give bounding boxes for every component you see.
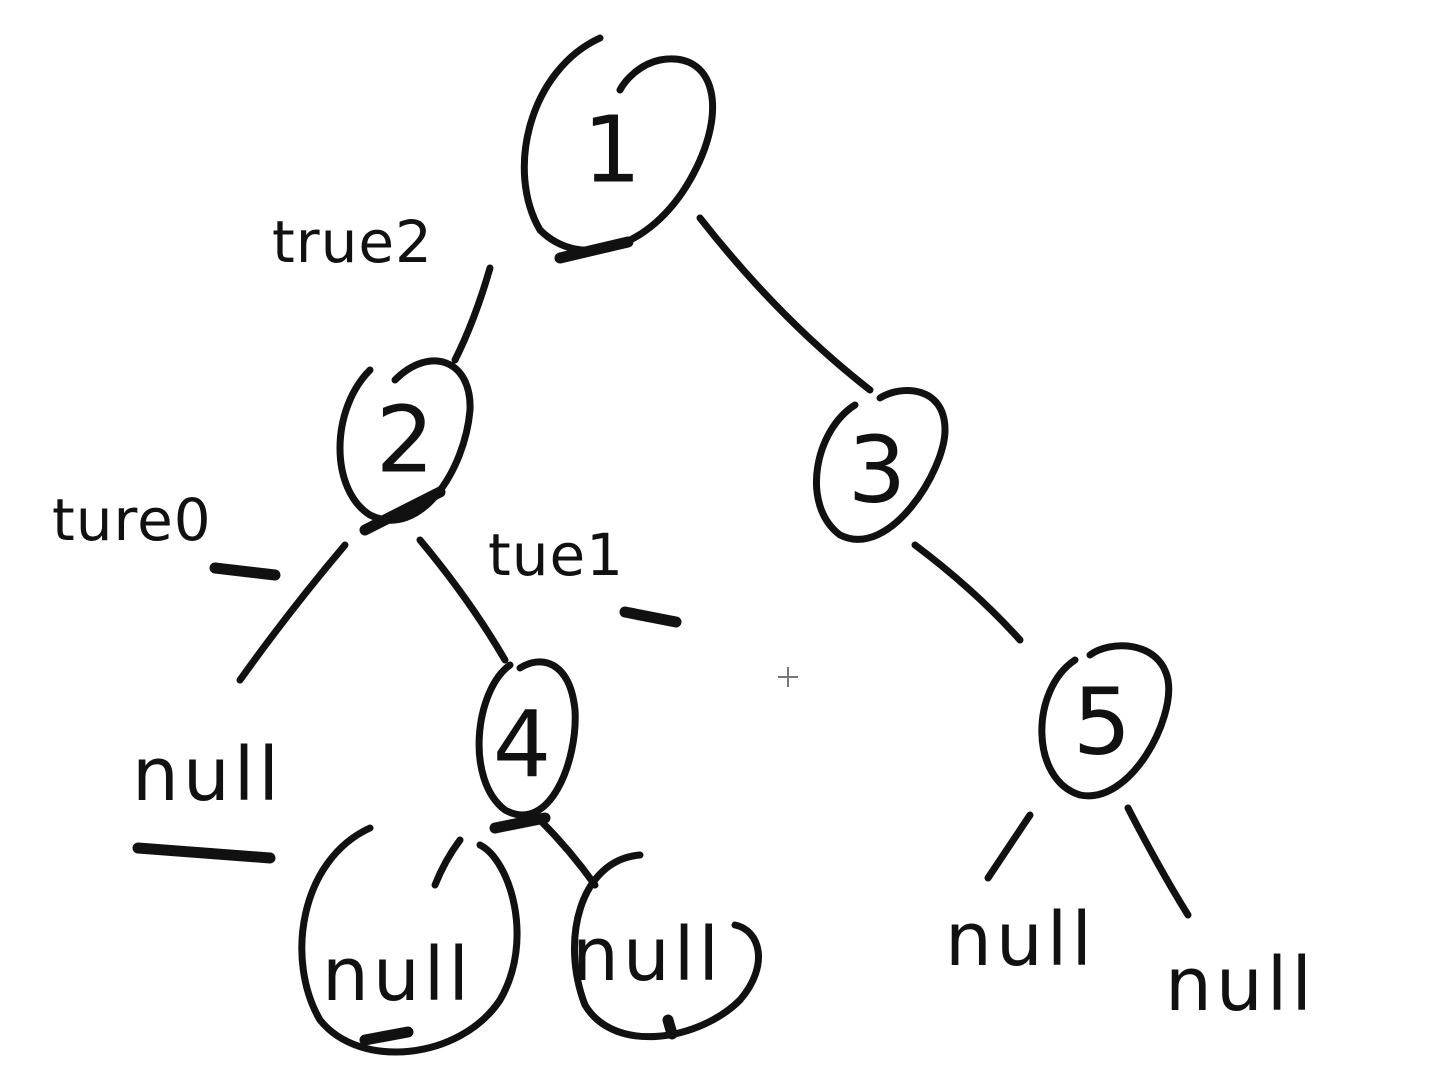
underline-node-1 — [554, 236, 634, 264]
underline-null-4-left — [359, 1026, 414, 1046]
underline-annotation-ture0 — [209, 562, 281, 581]
node-3-label: 3 — [848, 417, 907, 524]
null-4-right-circle — [571, 851, 762, 1041]
node-3-circle — [813, 387, 949, 543]
node-5-label: 5 — [1073, 669, 1132, 776]
underline-node-4 — [489, 812, 551, 834]
tick-null-4-right — [662, 1014, 678, 1040]
crosshair-cursor-icon — [778, 667, 798, 687]
node-4-label: 4 — [493, 692, 552, 799]
edge-4-null-left — [431, 836, 464, 889]
edge-5-null-right — [1124, 804, 1192, 919]
arrow-mark-null — [132, 842, 276, 864]
null-4-left-circle — [298, 824, 521, 1056]
node-5-circle — [1038, 642, 1173, 800]
null-5-left-label: null — [945, 897, 1096, 983]
null-4-left-label: null — [322, 932, 473, 1018]
node-1-label: 1 — [583, 97, 642, 204]
underline-annotation-tue1 — [619, 606, 682, 628]
node-2-label: 2 — [376, 387, 435, 494]
edge-3-5 — [911, 541, 1024, 644]
null-5-right-label: null — [1165, 942, 1316, 1028]
edge-4-null-right — [536, 816, 599, 889]
edge-5-null-left — [984, 811, 1034, 882]
annotation-edge-2-left: ture0 — [52, 486, 212, 554]
edge-2-4 — [416, 536, 509, 664]
null-2-left-label: null — [132, 732, 283, 818]
null-4-right-label: null — [572, 912, 723, 998]
annotation-edge-1-2: true2 — [272, 208, 433, 276]
node-1-circle — [520, 34, 717, 254]
edge-1-2 — [451, 264, 494, 364]
edge-1-3 — [696, 214, 874, 394]
edge-2-null — [236, 541, 349, 684]
node-4-circle — [475, 658, 579, 819]
underline-node-2 — [359, 486, 446, 536]
annotation-edge-2-right: tue1 — [488, 521, 624, 589]
